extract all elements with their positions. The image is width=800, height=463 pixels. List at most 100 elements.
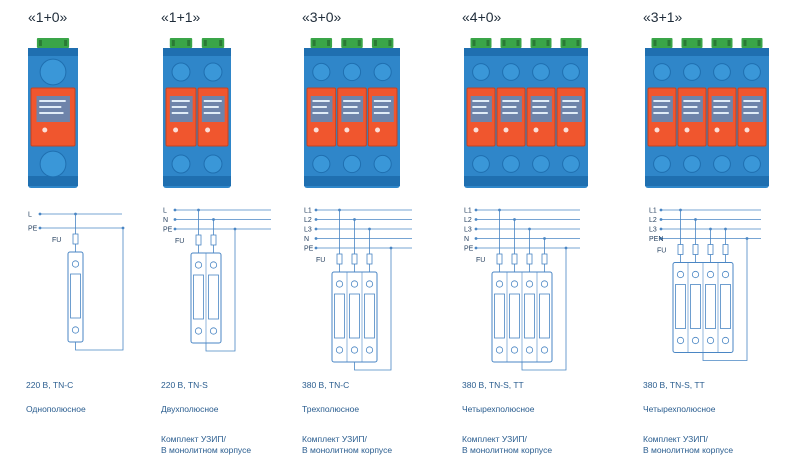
module-label <box>711 96 733 122</box>
bus-label: L <box>28 212 32 219</box>
fuse <box>210 234 217 246</box>
bus-node <box>474 246 478 250</box>
kit-line-2: В монолитном корпусе <box>161 445 252 455</box>
bottom-window <box>532 155 550 173</box>
module-logo <box>533 127 539 133</box>
bus-label: L3 <box>464 227 472 234</box>
module-label-line <box>713 106 728 108</box>
bottom-window <box>203 154 223 174</box>
module-label <box>169 96 193 122</box>
terminal-top <box>691 270 700 279</box>
bus-label: N <box>163 217 168 224</box>
varistor-cell <box>675 284 686 329</box>
terminal-screw <box>562 40 566 46</box>
housing <box>464 48 588 188</box>
terminal-screw <box>357 40 361 46</box>
module-label-line <box>743 106 758 108</box>
module-title: «1+1» <box>161 9 201 25</box>
terminal-bottom <box>691 336 700 345</box>
bus-node <box>173 208 177 212</box>
fuse-label: FU <box>175 238 184 245</box>
terminal-top <box>350 280 359 288</box>
fuse-label: FU <box>657 248 666 255</box>
bottom-window <box>653 155 671 173</box>
housing-rail <box>28 48 78 56</box>
ground-node <box>389 246 393 250</box>
bus-label: PE <box>163 227 173 234</box>
module-logo <box>313 127 319 133</box>
terminal-top <box>495 280 504 288</box>
terminal-bottom <box>365 346 374 354</box>
terminal-screw <box>312 40 316 46</box>
bus-node <box>38 212 42 216</box>
top-window <box>171 62 191 82</box>
housing <box>163 48 231 188</box>
terminal-bottom <box>525 346 534 354</box>
network-type: 220 В, TN-S <box>161 380 208 390</box>
fuse <box>526 253 533 265</box>
module-label <box>500 96 522 122</box>
housing-rail <box>464 48 588 56</box>
pole-count: Четырехполюсное <box>643 404 716 414</box>
fuse <box>692 244 699 255</box>
fuse <box>511 253 518 265</box>
terminal-top <box>721 270 730 279</box>
bottom-window <box>312 154 331 174</box>
terminal-top <box>194 261 203 269</box>
top-window <box>562 63 580 81</box>
kit-line-1: Комплект УЗИП/ <box>161 434 226 444</box>
ground-return <box>354 248 392 371</box>
terminal-screw <box>532 40 536 46</box>
ground-return <box>521 248 567 371</box>
bus-node <box>314 218 318 221</box>
terminal-block <box>36 38 70 48</box>
top-window <box>342 62 362 82</box>
module-label-line <box>312 100 330 102</box>
terminal-screw <box>343 40 347 46</box>
network-type: 380 В, TN-S, TT <box>462 380 524 390</box>
terminal-screw <box>516 40 520 46</box>
terminal-top <box>525 280 534 288</box>
housing-rail <box>645 48 769 56</box>
top-window <box>743 63 761 81</box>
module-label-line <box>203 106 219 108</box>
drop-node <box>74 212 77 216</box>
terminal-screw <box>486 40 490 46</box>
terminal-block <box>201 38 225 48</box>
module-label-line <box>373 100 392 102</box>
terminal-block <box>681 38 703 48</box>
terminal-top <box>706 270 715 279</box>
varistor-cell <box>690 284 701 329</box>
bus-label: L1 <box>464 208 472 215</box>
terminal-block <box>651 38 673 48</box>
bottom-window <box>683 155 701 173</box>
device-photo <box>28 38 78 188</box>
module-label <box>560 96 582 122</box>
bus-label: PEN <box>649 236 663 243</box>
module-label-line <box>562 100 580 102</box>
bus-node <box>474 227 478 231</box>
fuse-label: FU <box>52 237 61 244</box>
varistor-cell <box>208 274 219 320</box>
pole-count: Трехполюсное <box>302 404 360 414</box>
module-logo <box>42 127 48 133</box>
top-window <box>203 62 223 82</box>
bus-node <box>474 208 478 212</box>
module-label-line <box>373 112 390 114</box>
terminal-bottom <box>194 327 203 335</box>
module-label-line <box>373 106 389 108</box>
bottom-window <box>39 150 67 178</box>
pole-count: Четырехполюсное <box>462 404 535 414</box>
top-window <box>713 63 731 81</box>
fuse <box>336 253 343 265</box>
varistor-cell <box>364 293 375 339</box>
terminal-screw <box>373 40 377 46</box>
module-label <box>372 96 394 122</box>
module-label-line <box>653 100 671 102</box>
drop-node <box>212 218 215 221</box>
terminal-bottom <box>510 346 519 354</box>
bus-node <box>173 218 177 221</box>
housing-rail <box>304 176 400 186</box>
module-label-line <box>532 106 547 108</box>
